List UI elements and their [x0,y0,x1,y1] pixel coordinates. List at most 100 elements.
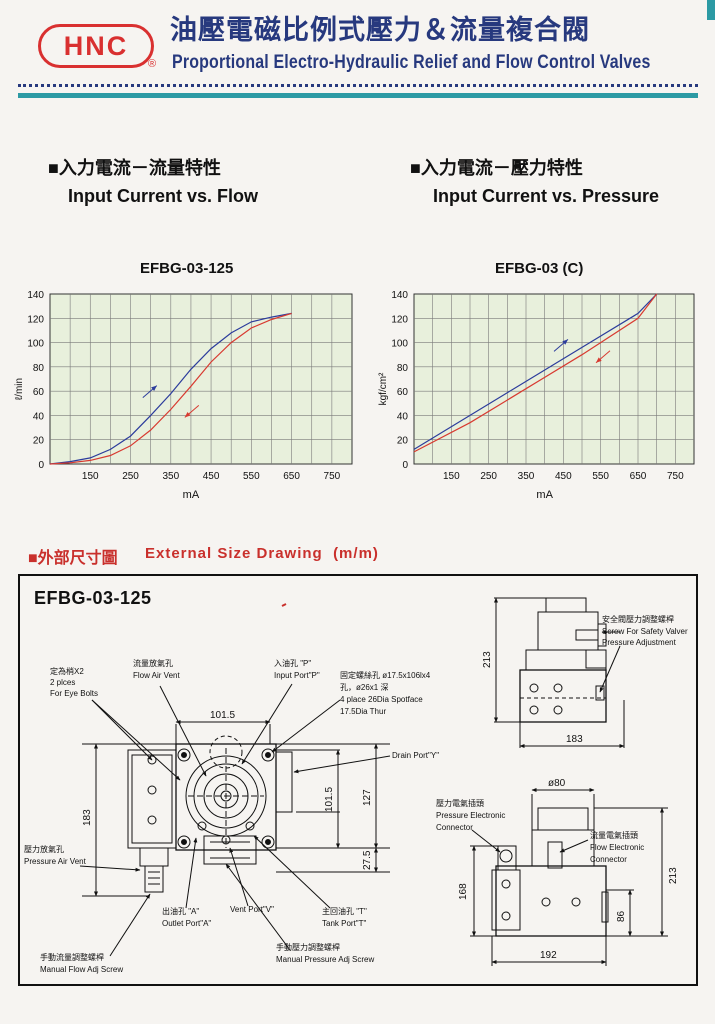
y-tick-label: 140 [27,290,44,301]
flow-chart-title: EFBG-03-125 [140,260,234,277]
plot-area [413,293,695,465]
label-pressure-air-vent: 壓力放氣孔 Pressure Air Vent [24,844,87,866]
x-tick-label: 750 [324,471,341,482]
y-tick-label: 60 [397,387,409,398]
page-title-cn: 油壓電磁比例式壓力＆流量複合閥 [170,15,590,45]
side-view-bottom [470,788,668,966]
dimension-drawing: 101.5 183 101.5 127 27.5 213 183 ø80 168… [24,597,688,974]
y-tick-label: 80 [397,363,409,374]
x-tick-label: 250 [122,471,139,482]
corner-accent [707,0,715,20]
svg-text:4 place 26Dia Spotface: 4 place 26Dia Spotface [340,695,423,704]
y-tick-label: 20 [397,436,409,447]
dim-213-top: 213 [482,651,493,668]
x-tick-label: 150 [443,471,460,482]
label-drain-port: Drain Port"Y" [392,751,439,760]
plot-area [49,293,353,465]
label-tank-port: 主回油孔 "T" Tank Port"T" [322,906,367,928]
y-tick-label: 80 [33,363,45,374]
y-tick-label: 140 [391,290,408,301]
direction-arrow-head [562,339,568,345]
svg-text:Input Port"P": Input Port"P" [274,671,320,680]
dim-80: ø80 [548,778,566,789]
dim-127: 127 [362,789,373,806]
svg-text:2 plces: 2 plces [50,678,75,687]
x-tick-label: 650 [283,471,300,482]
y-tick-label: 120 [27,314,44,325]
svg-text:手動流量調整螺桿: 手動流量調整螺桿 [40,952,104,962]
front-dimensions [82,720,390,897]
flow-section-title-cn: ■入力電流－流量特性 [48,158,221,178]
hnc-logo: HNC [38,24,154,68]
registered-mark: ® [148,58,157,70]
label-pressure-connector: 壓力電氣插頭 Pressure Electronic Connector [436,798,505,832]
svg-text:Connector: Connector [590,855,627,864]
svg-text:Flow Air Vent: Flow Air Vent [133,671,180,680]
direction-arrow-head [151,385,157,391]
y-tick-label: 20 [33,436,45,447]
direction-arrow-head [184,411,191,418]
external-title-en: External Size Drawing (m/m) [145,545,379,562]
y-axis-label: kgf/cm² [378,372,389,405]
svg-text:壓力放氣孔: 壓力放氣孔 [24,844,64,854]
dim-27-5: 27.5 [362,850,373,870]
x-tick-label: 150 [82,471,99,482]
label-safety-valve: 安全閥壓力調整螺桿 Screw For Safety Valver Pressu… [602,614,688,647]
svg-text:Outlet Port"A": Outlet Port"A" [162,919,211,928]
svg-text:安全閥壓力調整螺桿: 安全閥壓力調整螺桿 [602,614,674,624]
svg-text:Pressure Air Vent: Pressure Air Vent [24,857,87,866]
pressure-chart-title: EFBG-03 (C) [495,260,584,277]
dim-168: 168 [458,883,469,900]
svg-text:定為梢X2: 定為梢X2 [50,666,84,676]
y-tick-label: 100 [391,339,408,350]
svg-text:Flow Electronic: Flow Electronic [590,843,644,852]
label-flow-connector: 流量電氣插頭 Flow Electronic Connector [590,830,644,864]
series-line [49,312,292,465]
front-view [127,735,293,893]
svg-text:流量放氣孔: 流量放氣孔 [133,658,173,668]
y-tick-label: 40 [33,411,45,422]
dim-183-left: 183 [82,809,93,826]
dim-101-5-right: 101.5 [324,787,335,812]
svg-text:主回油孔 "T": 主回油孔 "T" [322,906,367,916]
svg-text:孔，ø26x1 深: 孔，ø26x1 深 [340,683,388,692]
x-tick-label: 450 [555,471,572,482]
svg-text:固定螺絲孔 ø17.5x106lx4: 固定螺絲孔 ø17.5x106lx4 [340,670,431,680]
dim-192: 192 [540,950,557,961]
svg-text:Pressure Adjustment: Pressure Adjustment [602,638,677,647]
leader-lines [79,683,391,957]
red-mark [281,603,287,607]
y-tick-label: 120 [391,314,408,325]
series-line [413,293,658,450]
svg-text:入油孔 "P": 入油孔 "P" [274,658,311,668]
svg-text:For Eye Bolts: For Eye Bolts [50,689,98,698]
svg-text:Pressure Electronic: Pressure Electronic [436,811,505,820]
x-tick-label: 750 [667,471,684,482]
direction-arrow-head [596,357,602,363]
side-view-top [494,597,625,748]
external-title-en-text: External Size Drawing [145,545,323,562]
external-unit: (m/m) [333,545,379,562]
svg-text:流量電氣插頭: 流量電氣插頭 [590,830,638,840]
pressure-section-title-en: Input Current vs. Pressure [433,186,660,206]
label-flow-air-vent: 流量放氣孔 Flow Air Vent [133,658,180,680]
svg-text:壓力電氣插頭: 壓力電氣插頭 [436,798,484,808]
pressure-section-title-cn: ■入力電流－壓力特性 [410,158,583,178]
x-tick-label: 550 [592,471,609,482]
y-tick-label: 0 [38,460,44,471]
y-tick-label: 100 [27,339,44,350]
external-title-cn: ■外部尺寸圖 [28,550,118,567]
x-axis-label: mA [536,489,553,501]
drawing-frame [18,574,698,986]
dim-183-bottom: 183 [566,734,583,745]
dim-86: 86 [616,910,627,922]
x-tick-label: 350 [518,471,535,482]
dotted-divider [18,84,698,87]
svg-text:Connector: Connector [436,823,473,832]
series-line [49,312,292,465]
y-tick-label: 0 [402,460,408,471]
svg-text:17.5Dia Thur: 17.5Dia Thur [340,707,386,716]
dim-101-5-top: 101.5 [210,710,235,721]
label-vent-port: Vent Port"V" [230,905,274,914]
